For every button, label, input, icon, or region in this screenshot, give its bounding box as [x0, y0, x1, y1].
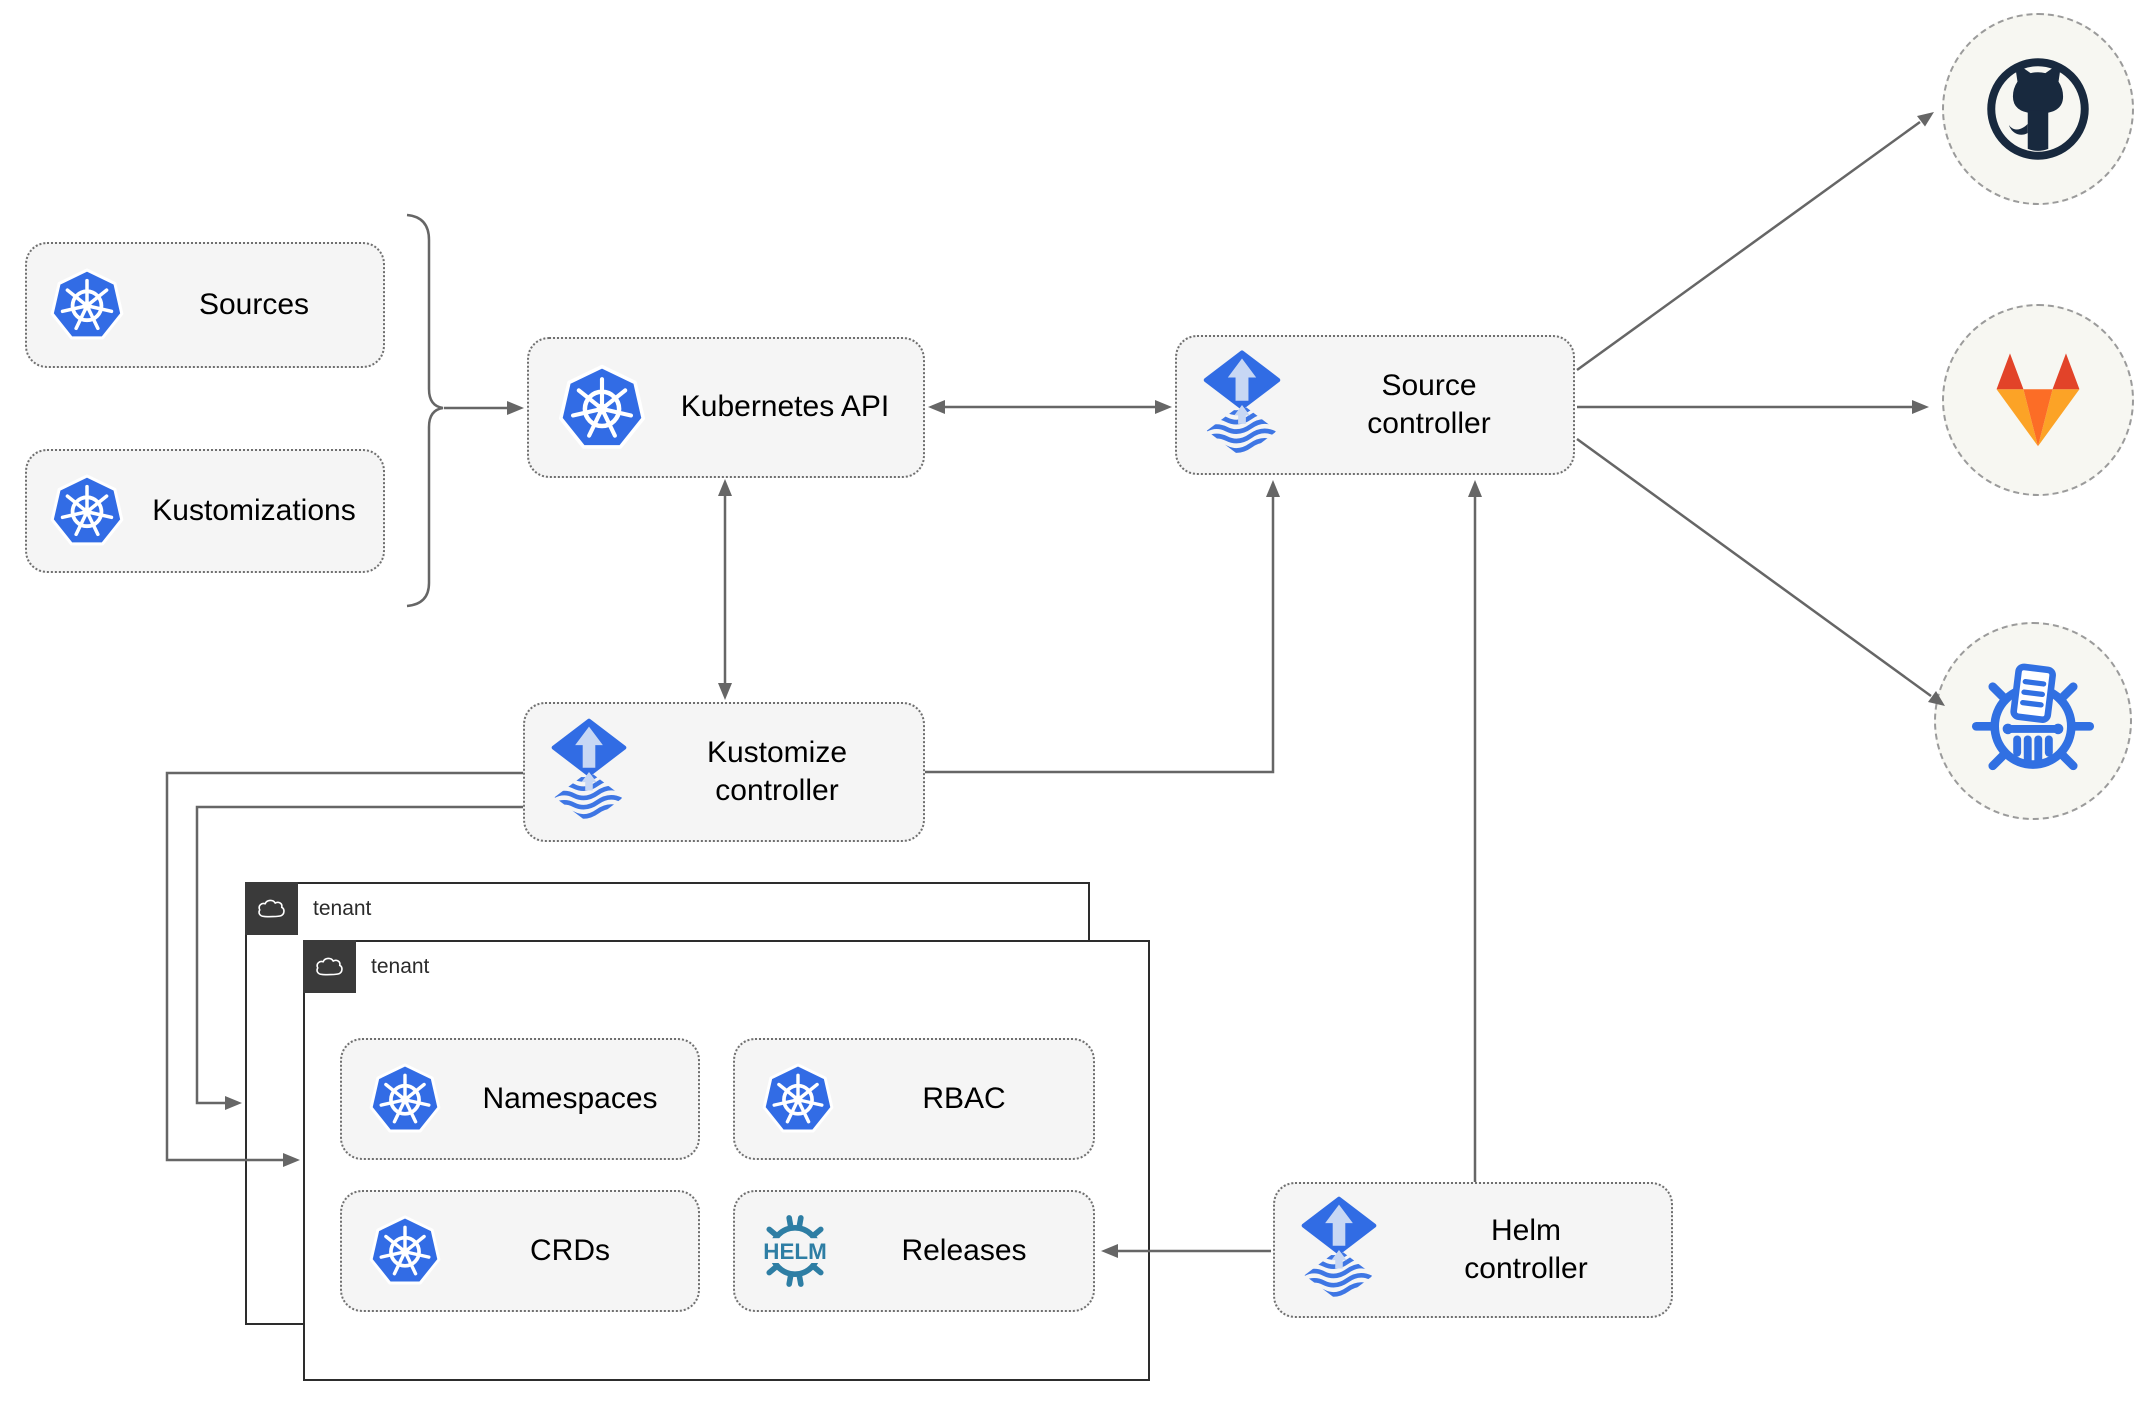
tenant-label: tenant	[371, 955, 430, 978]
gitlab-endpoint	[1942, 304, 2134, 496]
tenant-header	[303, 940, 356, 993]
flux-icon	[547, 717, 631, 827]
helm-controller-node: Helm controller	[1273, 1182, 1673, 1318]
sources-node: Sources	[25, 242, 385, 368]
namespaces-node: Namespaces	[340, 1038, 700, 1160]
flux-icon	[1199, 349, 1285, 461]
helm-controller-label: Helm controller	[1464, 1213, 1588, 1285]
kustomizations-node: Kustomizations	[25, 449, 385, 573]
cloud-icon	[312, 953, 348, 980]
kustomizations-label: Kustomizations	[152, 493, 356, 527]
kubernetes-api-node: Kubernetes API	[527, 337, 925, 478]
gitlab-icon	[1982, 350, 2094, 450]
kubernetes-api-label: Kubernetes API	[680, 390, 890, 424]
crds-node: CRDs	[340, 1190, 700, 1312]
releases-node: HELM Releases	[733, 1190, 1095, 1312]
kustomize-controller-node: Kustomize controller	[523, 702, 925, 842]
helm-icon: HELM	[755, 1203, 835, 1299]
tenant-label: tenant	[313, 897, 372, 920]
group-brace	[406, 213, 444, 608]
svg-text:HELM: HELM	[763, 1239, 826, 1264]
namespaces-label: Namespaces	[482, 1081, 658, 1115]
edge-kustomize-to-source	[925, 497, 1275, 774]
rbac-node: RBAC	[733, 1038, 1095, 1160]
chartmuseum-icon	[1967, 655, 2099, 787]
cloud-icon	[254, 895, 290, 922]
edge-source-to-chartmuseum	[1576, 437, 1932, 698]
kubernetes-icon	[761, 1060, 835, 1138]
source-controller-node: Source controller	[1175, 335, 1575, 475]
github-endpoint	[1942, 13, 2134, 205]
flux-icon	[1297, 1195, 1381, 1305]
kubernetes-icon	[557, 361, 647, 455]
kubernetes-icon	[368, 1060, 442, 1138]
source-controller-label: Source controller	[1367, 368, 1491, 440]
crds-label: CRDs	[530, 1233, 610, 1267]
edge-source-to-github	[1576, 120, 1921, 372]
releases-label: Releases	[901, 1233, 1027, 1267]
kubernetes-icon	[49, 471, 125, 551]
kubernetes-icon	[49, 265, 125, 345]
tenant-box-front: tenant	[303, 940, 1150, 1381]
chartmuseum-endpoint	[1934, 622, 2132, 820]
kubernetes-icon	[368, 1212, 442, 1290]
tenant-header	[245, 882, 298, 935]
rbac-label: RBAC	[922, 1081, 1006, 1115]
github-icon	[1981, 52, 2095, 166]
kustomize-controller-label: Kustomize controller	[706, 735, 848, 807]
sources-label: Sources	[198, 287, 310, 321]
